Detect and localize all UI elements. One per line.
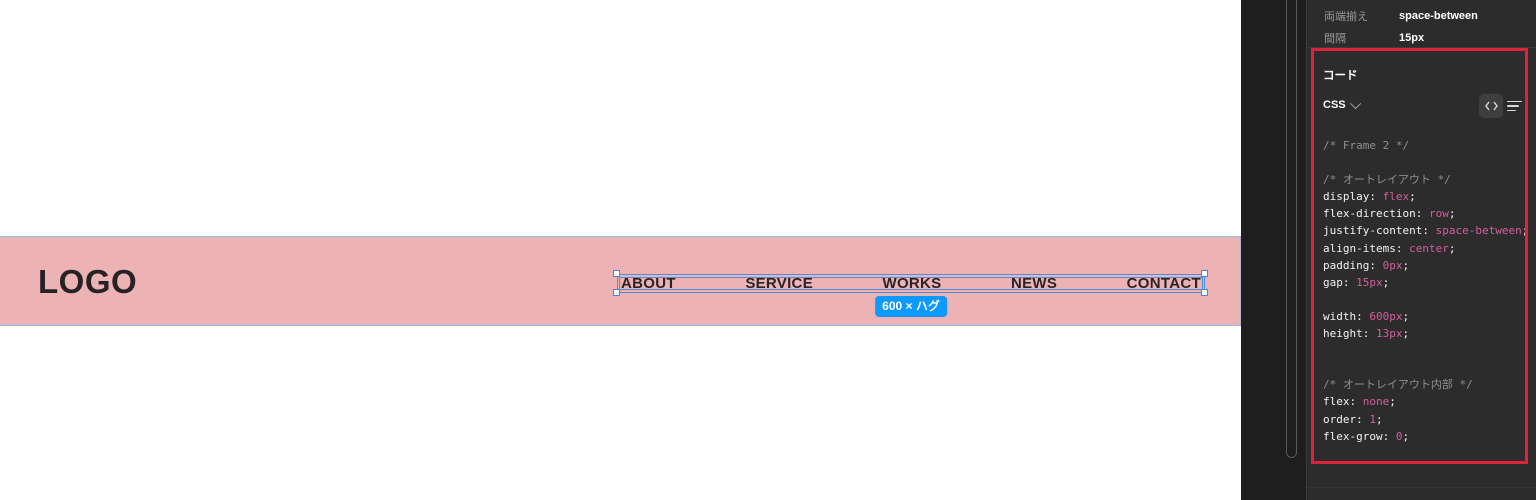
- property-row-justify[interactable]: 両端揃え space-between: [1324, 5, 1528, 27]
- inspect-panel: 両端揃え space-between 間隔 15px: [1306, 0, 1536, 500]
- nav-item-about[interactable]: ABOUT: [621, 275, 676, 292]
- selection-handle-bottom-left[interactable]: [613, 289, 620, 296]
- code-declaration-line: flex-direction: row;: [1323, 207, 1456, 221]
- nav-item-service[interactable]: SERVICE: [745, 275, 813, 292]
- code-declaration-line: flex: none;: [1323, 395, 1396, 409]
- code-declaration-line: display: flex;: [1323, 190, 1416, 204]
- code-declaration-line: gap: 15px;: [1323, 275, 1390, 289]
- table-view-button[interactable]: [1507, 94, 1527, 118]
- code-view-button[interactable]: [1479, 94, 1503, 118]
- selection-handle-top-left[interactable]: [613, 270, 620, 277]
- code-language-value: CSS: [1323, 99, 1346, 111]
- code-comment-line: /* Frame 2 */: [1323, 139, 1410, 152]
- section-divider: [1307, 47, 1536, 48]
- auto-layout-properties: 両端揃え space-between 間隔 15px: [1324, 5, 1528, 49]
- nav-selection-box[interactable]: ABOUT SERVICE WORKS NEWS CONTACT: [617, 274, 1205, 293]
- nav-items-row: ABOUT SERVICE WORKS NEWS CONTACT: [618, 275, 1204, 292]
- gap-label: 間隔: [1324, 33, 1346, 45]
- selection-size-badge: 600 × ハグ: [875, 296, 947, 317]
- canvas-vertical-scrollbar[interactable]: [1286, 0, 1297, 458]
- section-divider-bottom: [1307, 487, 1536, 488]
- code-comment-line: /* オートレイアウト */: [1323, 173, 1451, 187]
- header-frame[interactable]: [0, 236, 1241, 326]
- code-declaration-line: flex-grow: 0;: [1323, 429, 1410, 443]
- selection-handle-top-right[interactable]: [1201, 270, 1208, 277]
- nav-item-contact[interactable]: CONTACT: [1126, 275, 1201, 292]
- justify-label: 両端揃え: [1324, 11, 1368, 23]
- code-declaration-line: padding: 0px;: [1323, 258, 1410, 272]
- logo-text[interactable]: LOGO: [38, 263, 138, 300]
- nav-frame-outline: [619, 277, 1203, 290]
- gap-value[interactable]: 15px: [1399, 32, 1425, 44]
- code-declaration-line: width: 600px;: [1323, 309, 1410, 323]
- code-comment-line: /* オートレイアウト内部 */: [1323, 378, 1473, 392]
- code-declaration-line: align-items: center;: [1323, 241, 1456, 255]
- code-language-select[interactable]: CSS: [1323, 97, 1361, 111]
- property-row-gap[interactable]: 間隔 15px: [1324, 27, 1528, 49]
- code-section-title: コード: [1323, 70, 1358, 82]
- selection-handle-bottom-right[interactable]: [1201, 289, 1208, 296]
- code-blank-line: [1323, 291, 1519, 308]
- code-blank-line: [1323, 359, 1519, 376]
- justify-value[interactable]: space-between: [1399, 10, 1478, 22]
- nav-item-news[interactable]: NEWS: [1010, 275, 1058, 292]
- nav-item-works[interactable]: WORKS: [882, 275, 942, 292]
- code-blank-line: [1323, 154, 1519, 171]
- design-frame[interactable]: [0, 0, 1241, 500]
- code-blank-line: [1323, 342, 1519, 359]
- chevron-down-icon: [1349, 97, 1361, 110]
- code-declaration-line: order: 1;: [1323, 412, 1383, 426]
- code-declaration-line: height: 13px;: [1323, 327, 1410, 341]
- code-declaration-line: justify-content: space-between;: [1323, 224, 1529, 238]
- code-view-icon: [1484, 101, 1498, 111]
- css-code-block[interactable]: /* Frame 2 */ /* オートレイアウト */ display: fle…: [1323, 137, 1529, 445]
